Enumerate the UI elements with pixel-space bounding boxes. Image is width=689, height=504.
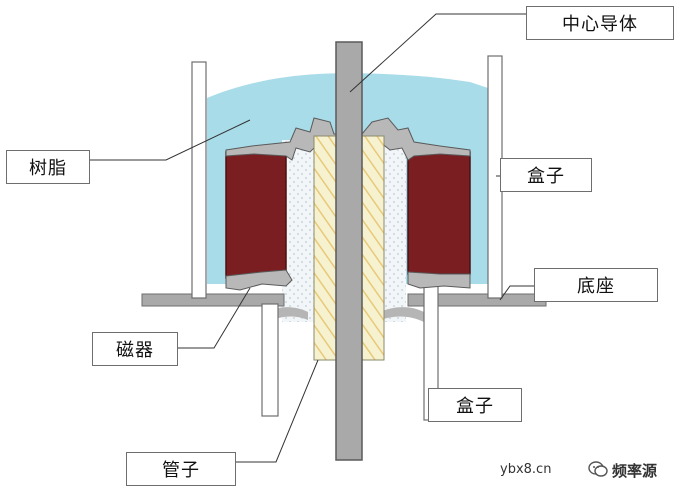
label-box-right: 盒子 [500,158,592,192]
magnet-left [225,151,287,279]
base-plate-left [141,293,285,307]
ceramic-underside-right [380,307,424,322]
spring-bottom-left [225,269,293,291]
center-conductor [335,41,363,461]
watermark-brand: 频率源 [612,462,658,480]
tube-wall-left [261,303,279,417]
box-wall-left [191,61,207,299]
label-tube: 管子 [126,452,236,486]
leader-base [499,285,534,301]
label-base: 底座 [534,268,658,302]
label-resin: 树脂 [6,150,90,184]
leader-tube [236,359,319,463]
leader-lines [90,13,534,463]
label-ceramic: 磁器 [92,332,178,366]
watermark-wechat-icon [588,460,608,478]
leader-resin [90,119,251,161]
label-box-lower: 盒子 [428,388,522,422]
dielectric-tube-left [313,135,337,361]
watermark-site: ybx8.cn [500,462,552,477]
magnet-right [407,151,471,275]
leader-ceramic [178,287,251,349]
label-center-conductor: 中心导体 [526,6,674,40]
dielectric-tube-right [361,135,385,361]
spring-bottom-right [407,271,471,289]
leader-center-conductor [349,13,526,93]
